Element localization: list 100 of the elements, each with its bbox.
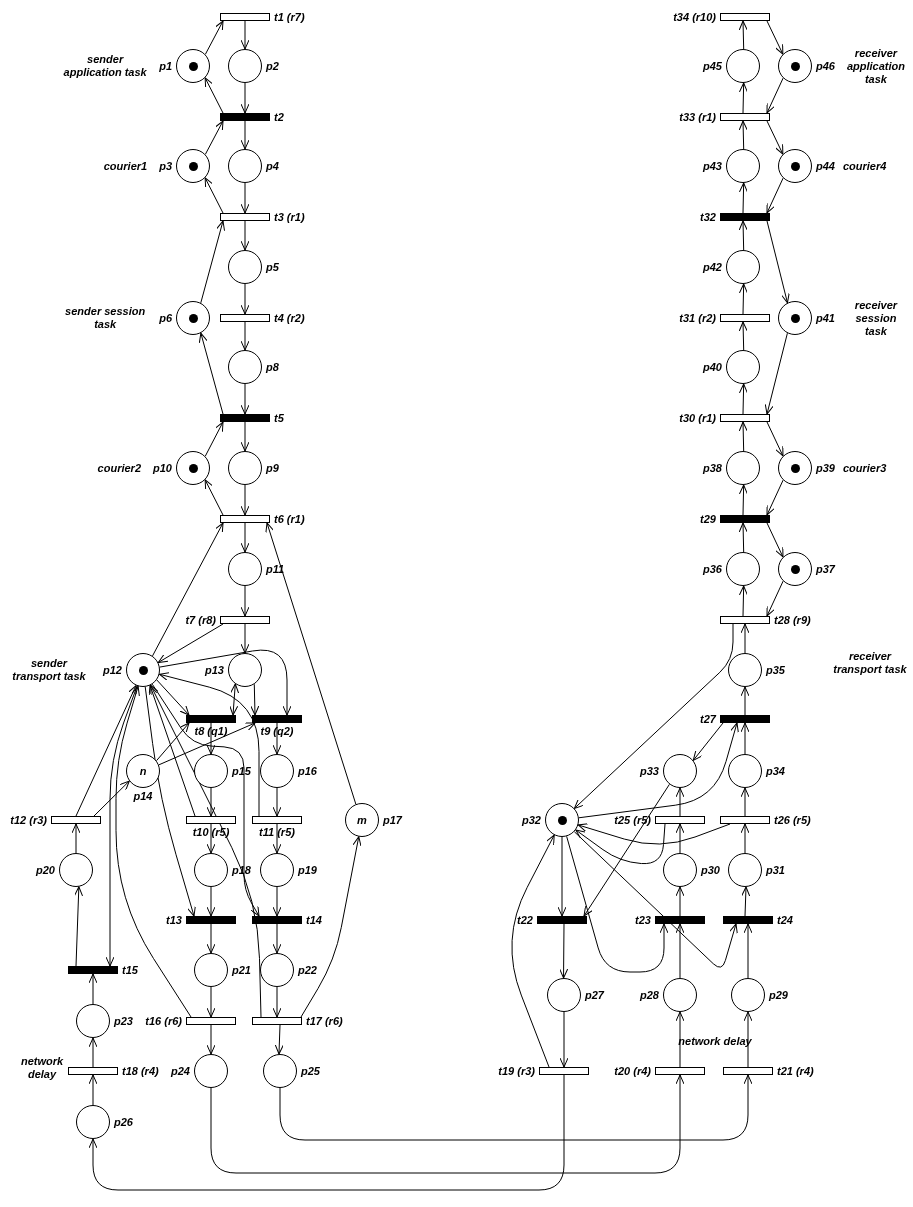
transition-label: t6 (r1)	[274, 513, 305, 525]
arc-arrow	[240, 421, 250, 452]
place-label: p12	[103, 664, 122, 676]
transition-label: t15	[122, 964, 138, 976]
annotation-label: network delay	[19, 1055, 65, 1081]
arc-arrow	[300, 836, 362, 1018]
arc-arrow	[743, 1011, 753, 1068]
arc-arrow	[240, 82, 250, 114]
place-label: p23	[114, 1015, 133, 1027]
arc-arrow	[148, 685, 196, 817]
task-label: courier1	[103, 159, 148, 173]
arc-arrow	[265, 522, 357, 805]
place-label: p19	[298, 864, 317, 876]
arc-arrow	[738, 182, 748, 214]
arc-arrow	[240, 623, 250, 654]
arc-arrow	[206, 1024, 216, 1055]
arc-arrow	[511, 834, 555, 1068]
place-label: p40	[703, 361, 722, 373]
place-label: p11	[266, 563, 285, 575]
arc-arrow	[740, 686, 750, 716]
transition-label: t18 (r4)	[122, 1065, 159, 1077]
place-label: p31	[766, 864, 785, 876]
arc-arrow	[738, 20, 748, 50]
arc-arrow	[204, 20, 224, 55]
annotation-label: network delay	[677, 1035, 753, 1048]
task-label: courier3	[842, 461, 887, 475]
transition-label: t33 (r1)	[679, 111, 716, 123]
arc-arrow	[206, 886, 216, 917]
transition-label: t22	[517, 914, 533, 926]
place-label: p16	[298, 765, 317, 777]
arc-arrow	[766, 421, 784, 457]
place-label: p30	[701, 864, 720, 876]
place-label: p6	[159, 312, 172, 324]
place-label: p5	[266, 261, 279, 273]
place-label: p21	[232, 964, 251, 976]
arc-arrow	[204, 177, 224, 214]
arc-arrow	[274, 1024, 284, 1055]
arc-arrow	[74, 886, 83, 967]
transition-label: t29	[700, 513, 716, 525]
arc-arrow	[105, 685, 138, 967]
arc-arrow	[206, 722, 216, 755]
arc-arrow	[766, 580, 784, 617]
arc-arrow	[240, 283, 250, 315]
arc-arrow	[766, 177, 784, 214]
arc-arrow	[206, 923, 216, 954]
place-label: p29	[769, 989, 788, 1001]
arc-arrow	[71, 823, 81, 854]
double-headed-arrow	[229, 683, 240, 716]
arc-arrow	[575, 823, 666, 865]
arc-arrow	[206, 823, 216, 854]
arc-arrow	[240, 321, 250, 351]
place-label: p43	[703, 160, 722, 172]
task-label: sender application task	[63, 53, 148, 79]
place-label: p9	[266, 462, 279, 474]
arc-arrow	[144, 686, 196, 917]
arc-arrow	[279, 1074, 753, 1141]
place-label: p4	[266, 160, 279, 172]
arc-arrow	[675, 886, 685, 917]
arc-arrow	[738, 82, 748, 114]
place-label: p13	[205, 664, 224, 676]
task-label: receiver session task	[853, 298, 899, 338]
transition-label: t2	[274, 111, 284, 123]
place-label: p32	[522, 814, 541, 826]
place-label: p24	[171, 1065, 190, 1077]
transition-label: t14	[306, 914, 322, 926]
transition-label: t8 (q1)	[194, 726, 228, 737]
arc-arrow	[740, 623, 750, 654]
arc-arrow	[740, 787, 750, 817]
arc-arrow	[240, 20, 250, 50]
task-label: sender session task	[64, 305, 147, 331]
arc-arrow	[204, 421, 224, 457]
transition-label: t20 (r4)	[614, 1065, 651, 1077]
arc-arrow	[692, 722, 724, 761]
place-label: p3	[159, 160, 172, 172]
arc-arrow	[559, 923, 569, 979]
transition-label: t30 (r1)	[679, 412, 716, 424]
arc-arrow	[741, 886, 751, 917]
place-label: p2	[266, 60, 279, 72]
arc-arrow	[738, 383, 748, 415]
arc-arrow	[766, 479, 784, 516]
place-label: p20	[36, 864, 55, 876]
arc-arrow	[88, 973, 98, 1005]
arc-arrow	[156, 722, 190, 762]
arc-arrow	[738, 585, 748, 617]
place-label: p8	[266, 361, 279, 373]
arc-arrow	[240, 220, 250, 251]
transition-label: t12 (r3)	[10, 814, 47, 826]
arc-arrow	[675, 1011, 685, 1068]
place-label: p37	[816, 563, 835, 575]
arc-arrow	[88, 1037, 98, 1068]
arc-arrow	[272, 722, 282, 755]
transition-label: t26 (r5)	[774, 814, 811, 826]
arc-arrow	[158, 672, 260, 817]
arc-arrow	[159, 649, 292, 716]
arc-arrow	[88, 1074, 98, 1106]
arc-arrow	[738, 484, 748, 516]
transition-label: t28 (r9)	[774, 614, 811, 626]
arc-arrow	[250, 683, 260, 716]
arc-arrow	[738, 120, 748, 150]
place-label: p28	[640, 989, 659, 1001]
